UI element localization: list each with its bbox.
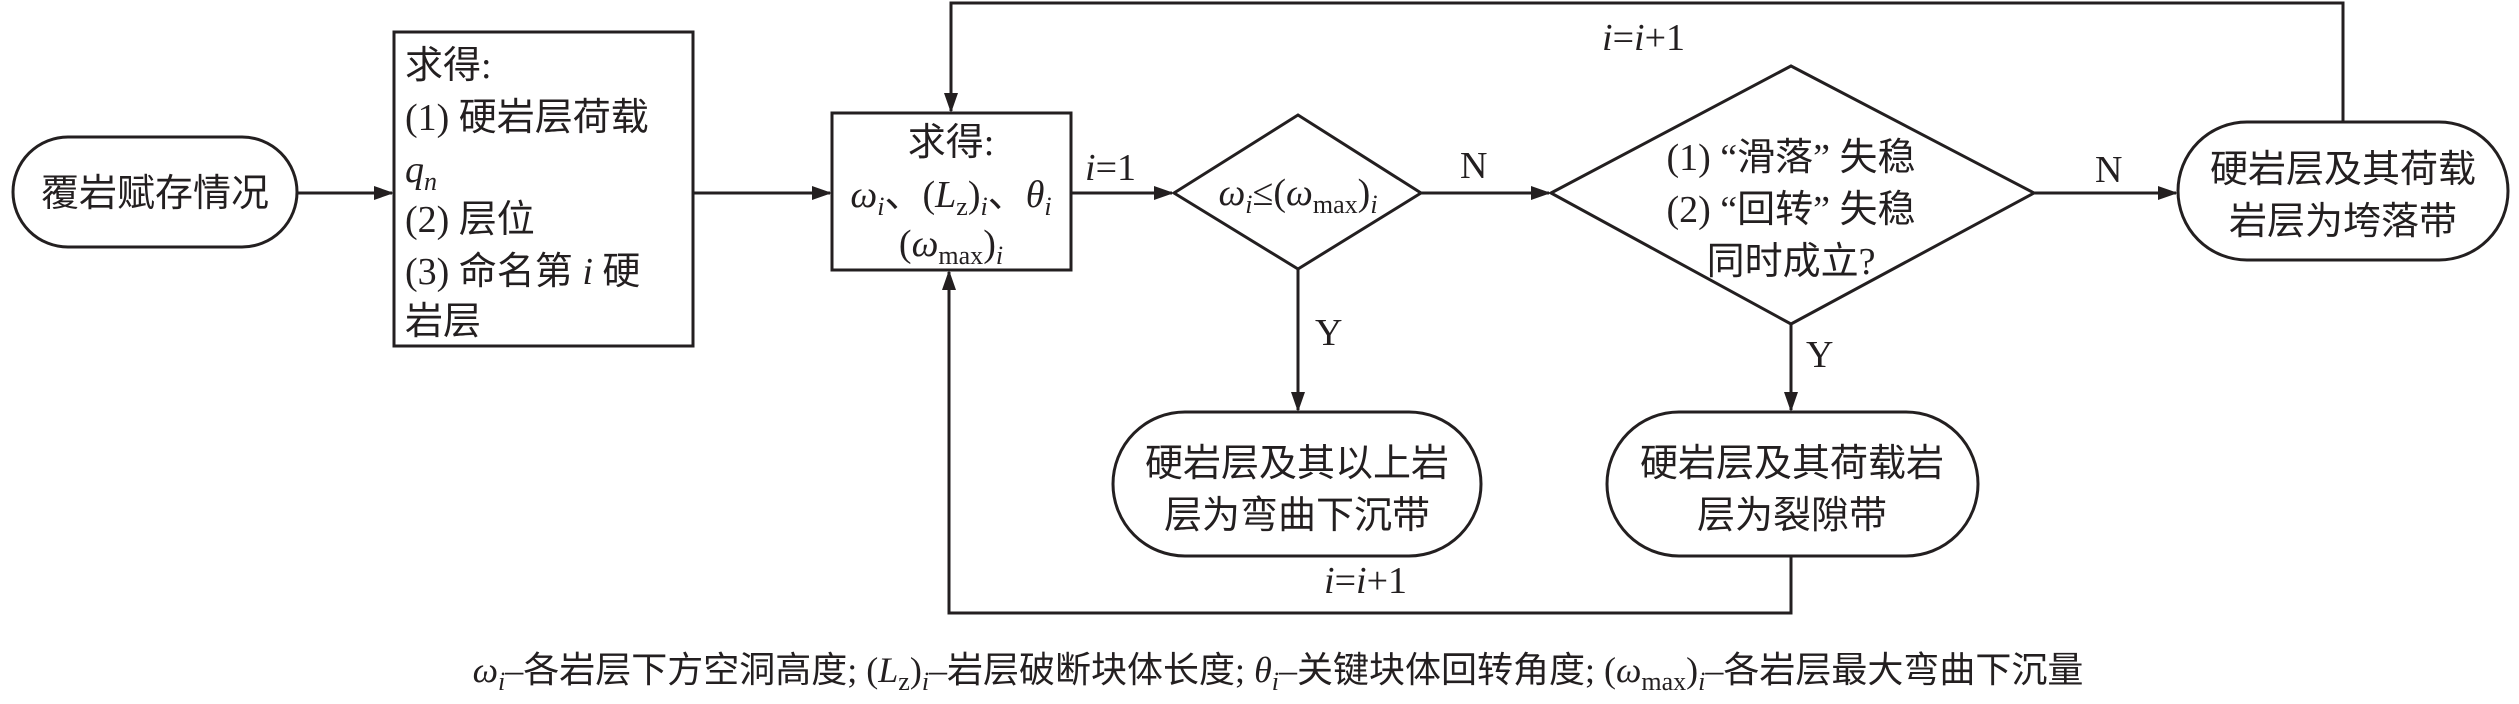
compute1-item2: (2) 层位 [405,199,535,241]
label-yes-2: Y [1806,334,1833,376]
compute1-item1-var: qn [405,149,437,196]
decision2-line1: (1) “滑落” 失稳 [1666,137,1915,179]
compute1-node: 求得: (1) 硬岩层荷载 qn (2) 层位 (3) 命名第 i 硬 岩层 [392,30,695,348]
fracture-zone-node: 硬岩层及其荷载岩 层为裂隙带 [1605,410,1980,558]
compute1-item3: (3) 命名第 i 硬 [405,251,640,293]
start-terminal-shape [11,135,299,249]
caving-zone-shape [2176,120,2510,262]
compute2-omega-max: (ωmax)i [899,223,1003,270]
start-node: 覆岩赋存情况 [11,135,299,249]
compute1-box [392,30,695,348]
decision2-node: (1) “滑落” 失稳 (2) “回转” 失稳 同时成立? [1547,64,2038,326]
label-no-1: N [1460,145,1487,187]
fracture-zone-line1: 硬岩层及其荷载岩 [1640,443,1944,485]
decision2-diamond [1547,64,2038,326]
start-label: 覆岩赋存情况 [41,173,269,215]
connectors [297,1,2345,615]
bending-zone-line2: 层为弯曲下沉带 [1164,495,1430,537]
bending-zone-shape [1111,410,1483,558]
fracture-zone-shape [1605,410,1980,558]
decision1-condition: ωi≤(ωmax)i [1218,172,1377,219]
compute1-item3-cont: 岩层 [405,301,481,343]
label-loop-bottom: i=i+1 [1324,560,1407,602]
caving-zone-node: 硬岩层及其荷载 岩层为垮落带 [2176,120,2510,262]
loop-top-arrow [944,1,2345,122]
label-i-equals-1: i=1 [1085,147,1136,189]
label-loop-top: i=i+1 [1602,17,1685,59]
legend-caption: ωi–各岩层下方空洞高度; (Lz)i–岩层破断块体长度; θi–关键块体回转角… [473,650,2084,696]
label-no-2: N [2095,149,2122,191]
fracture-zone-line2: 层为裂隙带 [1697,495,1887,537]
caving-zone-line1: 硬岩层及其荷载 [2210,149,2476,191]
compute2-box [830,111,1073,272]
compute1-title: 求得: [405,45,492,87]
decision2-line3: 同时成立? [1707,241,1876,283]
label-yes-1: Y [1315,312,1342,354]
compute2-variables: ωi、(Lz)i、θi [850,174,1051,221]
decision2-line2: (2) “回转” 失稳 [1666,189,1915,231]
compute2-title: 求得: [908,122,995,164]
compute1-item1: (1) 硬岩层荷载 [405,97,649,139]
decision1-diamond [1171,113,1424,271]
decision1-node: ωi≤(ωmax)i [1171,113,1424,271]
caving-zone-line2: 岩层为垮落带 [2229,201,2457,243]
compute2-node: 求得: ωi、(Lz)i、θi (ωmax)i [830,111,1073,272]
bending-zone-line1: 硬岩层及其以上岩 [1145,443,1449,485]
loop-bottom-arrow [942,270,1793,615]
bending-zone-node: 硬岩层及其以上岩 层为弯曲下沉带 [1111,410,1483,558]
